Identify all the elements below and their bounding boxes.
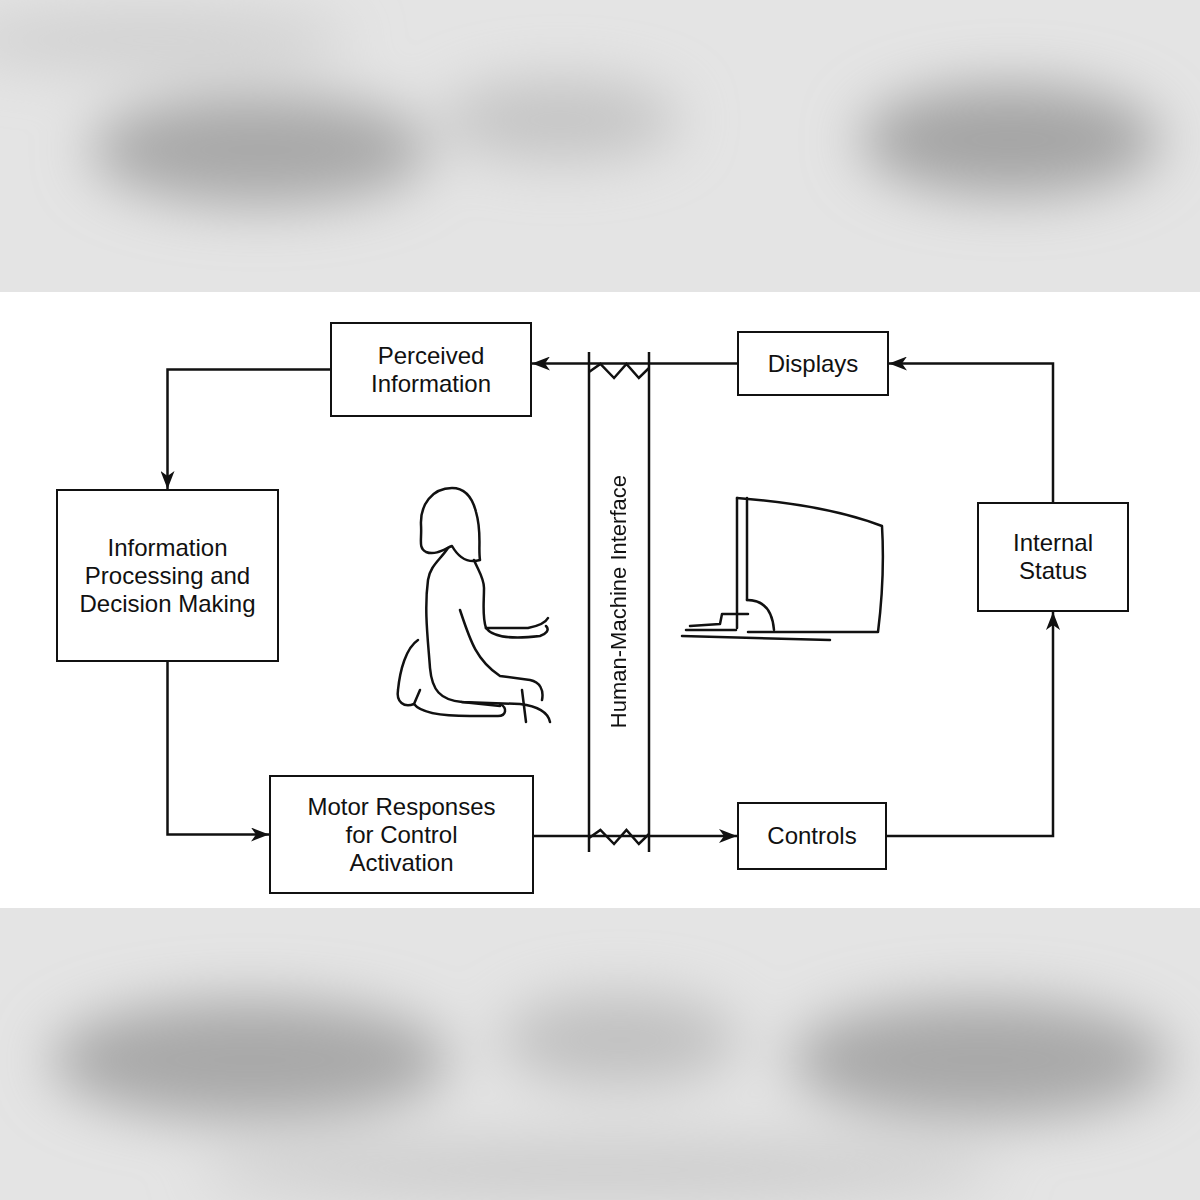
flow-arrow bbox=[168, 370, 331, 490]
process-box: Perceived Information bbox=[330, 322, 532, 417]
process-box: Displays bbox=[737, 331, 889, 396]
flow-arrow bbox=[532, 362, 737, 365]
process-box: Motor Responses for Control Activation bbox=[269, 775, 534, 894]
box-label: Information Processing and Decision Maki… bbox=[78, 534, 257, 618]
break-mark bbox=[589, 364, 649, 378]
band-label: Human-Machine Interface bbox=[606, 475, 632, 728]
blur-band bbox=[0, 908, 1200, 1200]
interface-band: Human-Machine Interface bbox=[588, 352, 650, 852]
flow-arrow bbox=[887, 612, 1053, 836]
flow-arrow bbox=[534, 835, 737, 838]
box-label: Displays bbox=[768, 350, 859, 378]
box-label: Perceived Information bbox=[348, 342, 514, 398]
break-mark bbox=[589, 830, 649, 844]
process-box: Information Processing and Decision Maki… bbox=[56, 489, 279, 662]
diagram-panel bbox=[0, 292, 1200, 908]
flow-arrow bbox=[168, 662, 270, 835]
band-lines bbox=[589, 352, 649, 852]
flow-arrow bbox=[889, 364, 1053, 503]
box-label: Motor Responses for Control Activation bbox=[301, 793, 502, 877]
band-edge bbox=[589, 352, 649, 852]
process-box: Internal Status bbox=[977, 502, 1129, 612]
box-label: Controls bbox=[767, 822, 856, 850]
seated-operator bbox=[398, 488, 550, 722]
box-label: Internal Status bbox=[985, 529, 1121, 585]
computer-monitor bbox=[682, 498, 883, 640]
process-box: Controls bbox=[737, 802, 887, 870]
